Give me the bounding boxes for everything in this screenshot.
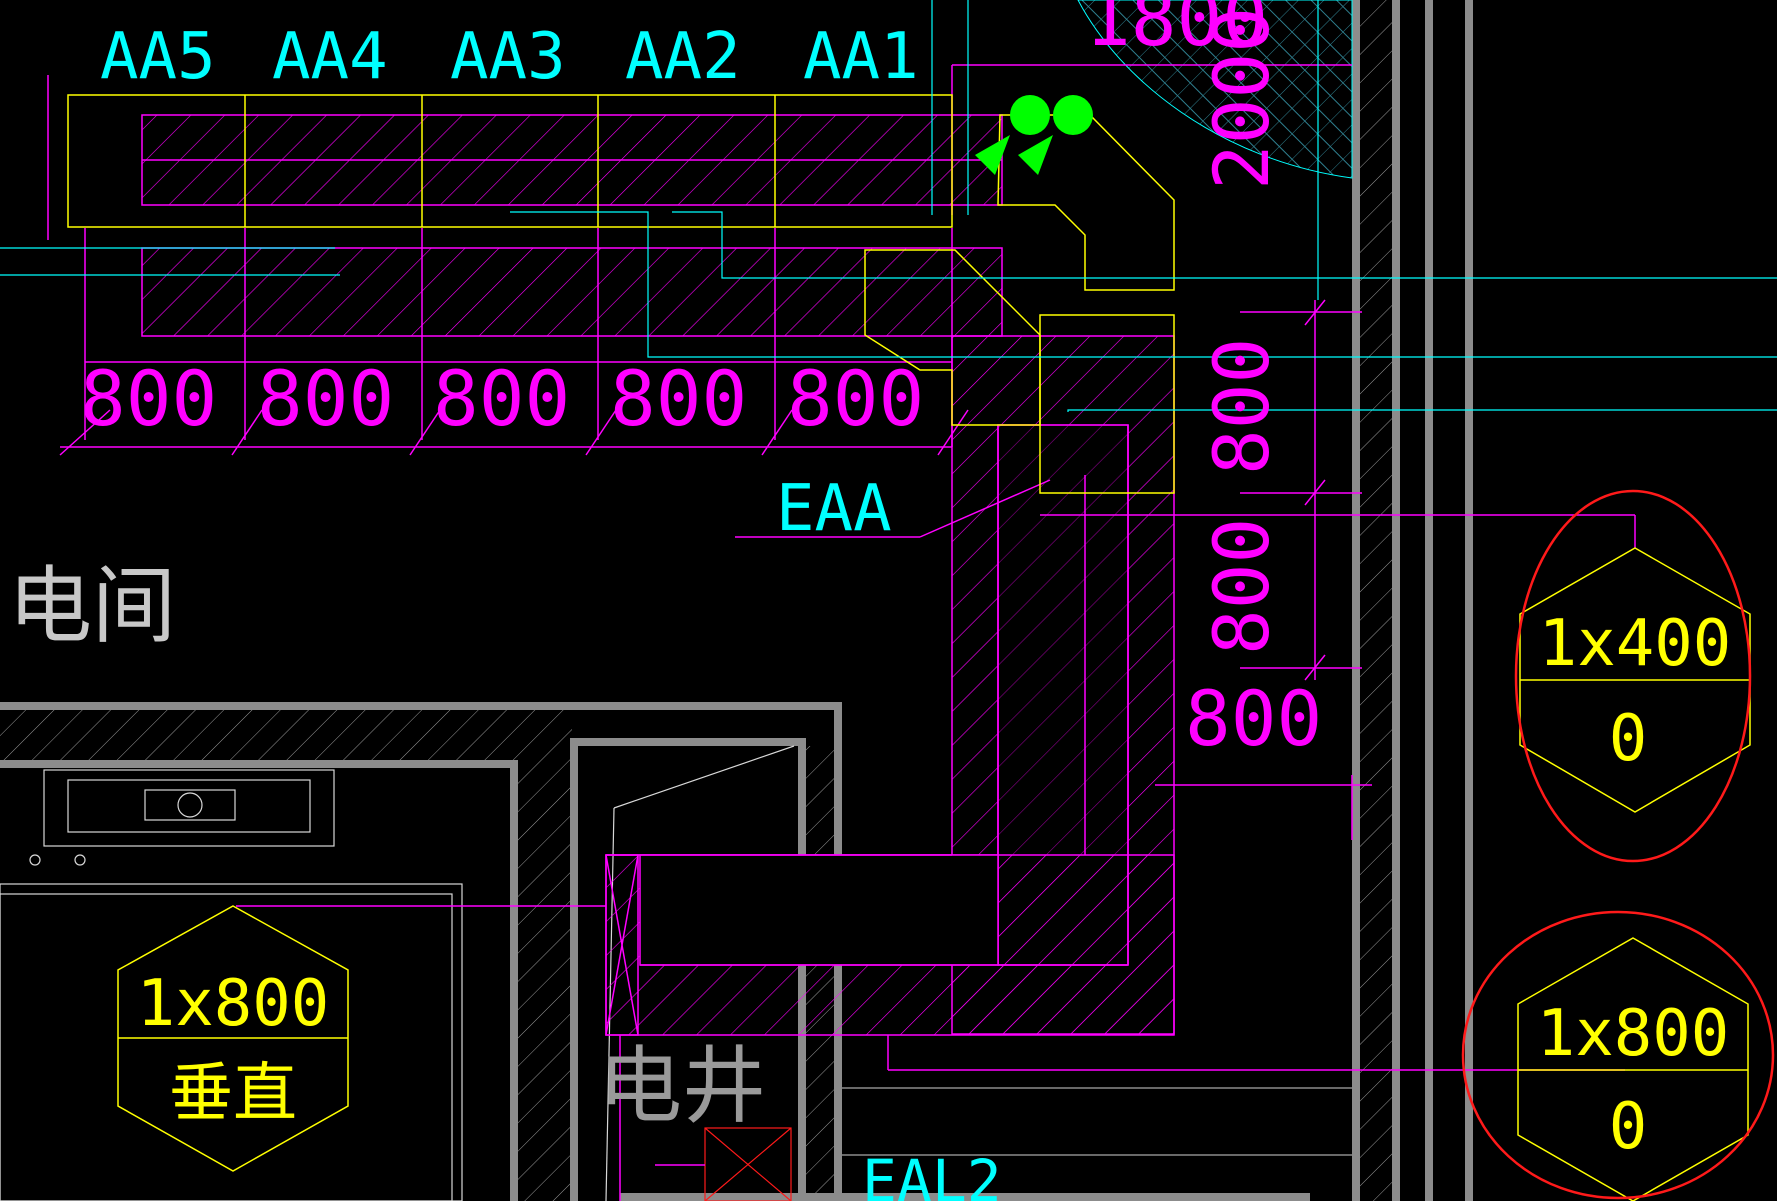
tag-right-1[interactable]: 1x400 0 (1514, 489, 1752, 863)
label-aa1: AA1 (803, 20, 919, 94)
shaft-red-x2 (704, 1127, 792, 1201)
dim-text-1: 800 (80, 354, 217, 443)
grille-labels: AA5 AA4 AA3 AA2 AA1 EAA EAL2 (100, 20, 1002, 1201)
equipment-circle (177, 792, 203, 818)
duct-transition-box (1039, 314, 1175, 494)
dim-right-slash-3 (1304, 654, 1326, 681)
label-eal2: EAL2 (862, 1147, 1002, 1201)
dim-text-top-b: 2000 (1197, 7, 1286, 190)
equipment-dot-2 (74, 854, 86, 866)
duct-row-lower (141, 247, 1003, 337)
equipment-dot-1 (29, 854, 41, 866)
dim-slash-4 (761, 409, 793, 456)
dimension-labels: 800 800 800 800 800 800 800 800 2000 180… (80, 0, 1322, 763)
dim-text-top-a: 1800 (1085, 0, 1268, 63)
tag-right-1-highlight (1514, 489, 1752, 863)
dim-right-slash-1 (1304, 299, 1326, 326)
wall-line-right-3 (1425, 0, 1433, 1201)
label-room-shaft: 电井 (598, 1037, 766, 1135)
dim-text-3: 800 (433, 354, 570, 443)
tag-right-1-bottom-text: 0 (1609, 702, 1648, 776)
marker-arrow-2 (1018, 135, 1053, 175)
equipment-box (144, 789, 236, 821)
damper-box (605, 854, 639, 1036)
dim-slash-0 (59, 409, 111, 456)
equipment-cabinet (0, 883, 463, 1201)
label-aa4: AA4 (272, 20, 388, 94)
wall-line-right-1 (1352, 0, 1360, 1201)
wall-top-lower (0, 702, 842, 710)
label-aa2: AA2 (625, 20, 741, 94)
marker-arrow-1 (975, 135, 1010, 175)
cyan-line-3 (510, 211, 1777, 358)
wall-bottom (620, 1193, 1310, 1201)
tag-right-2-hexagon (1517, 937, 1749, 1201)
green-markers (975, 95, 1093, 175)
equipment-outer (43, 769, 335, 847)
dim-text-v1: 800 (1197, 338, 1286, 475)
equipment-cabinet-inner (0, 893, 453, 1201)
wall-hatch-lower (0, 710, 572, 760)
wall-hatch-vertical (518, 760, 570, 1201)
duct-bottom-void (639, 854, 999, 966)
marker-circle-1 (1010, 95, 1050, 135)
label-eaa: EAA (776, 472, 892, 546)
tag-right-1-hexagon (1519, 547, 1751, 813)
yellow-outlines (67, 94, 1175, 494)
dim-slash-3 (585, 409, 617, 456)
wall-line-right-2 (1392, 0, 1400, 1201)
dim-slash-2 (409, 409, 441, 456)
damper-x2 (605, 854, 639, 1036)
label-aa3: AA3 (450, 20, 566, 94)
duct-elbow-top (997, 114, 1175, 291)
tag-left-top-text: 1x800 (137, 967, 330, 1041)
wall-vertical-left (510, 760, 518, 1201)
grille-row-frame (67, 94, 953, 228)
tag-left-bottom-text: 垂直 (169, 1057, 297, 1131)
wall-line-right-4 (1465, 0, 1473, 1201)
wall-inner-lower (0, 760, 518, 768)
duct-system (47, 64, 1636, 1201)
tag-left[interactable]: 1x800 垂直 (117, 905, 349, 1172)
tag-right-2-bottom-text: 0 (1609, 1090, 1648, 1164)
room-labels: 电间 电井 (8, 557, 766, 1135)
label-room-elec: 电间 (8, 557, 176, 655)
cyan-lines (0, 0, 1777, 412)
dim-text-h1: 800 (1185, 674, 1322, 763)
dim-text-v2: 800 (1197, 518, 1286, 655)
cyan-line-5 (1067, 409, 1777, 412)
tag-right-1-top-text: 1x400 (1539, 607, 1732, 681)
shaft-diagonal (613, 745, 795, 809)
leader-eaa (919, 479, 1051, 538)
cyan-line-4 (672, 211, 1777, 279)
wall-shaft-top (570, 738, 806, 746)
tag-right-2-top-text: 1x800 (1537, 997, 1730, 1071)
equipment-inner (67, 779, 311, 833)
wall-shaft-left (570, 738, 578, 1201)
dim-text-4: 800 (610, 354, 747, 443)
dim-slash-1 (231, 409, 263, 456)
hatched-arc-region (1077, 0, 1353, 179)
wall-hatch-right (1360, 0, 1392, 1201)
marker-circle-2 (1053, 95, 1093, 135)
label-aa5: AA5 (100, 20, 216, 94)
dim-text-2: 800 (257, 354, 394, 443)
dim-right-slash-2 (1304, 479, 1326, 506)
tag-right-2-highlight (1461, 910, 1775, 1200)
dim-text-5: 800 (787, 354, 924, 443)
tag-left-hexagon (117, 905, 349, 1172)
tag-right-2[interactable]: 1x800 0 (1461, 910, 1775, 1201)
top-right-curve-area (1077, 0, 1353, 179)
